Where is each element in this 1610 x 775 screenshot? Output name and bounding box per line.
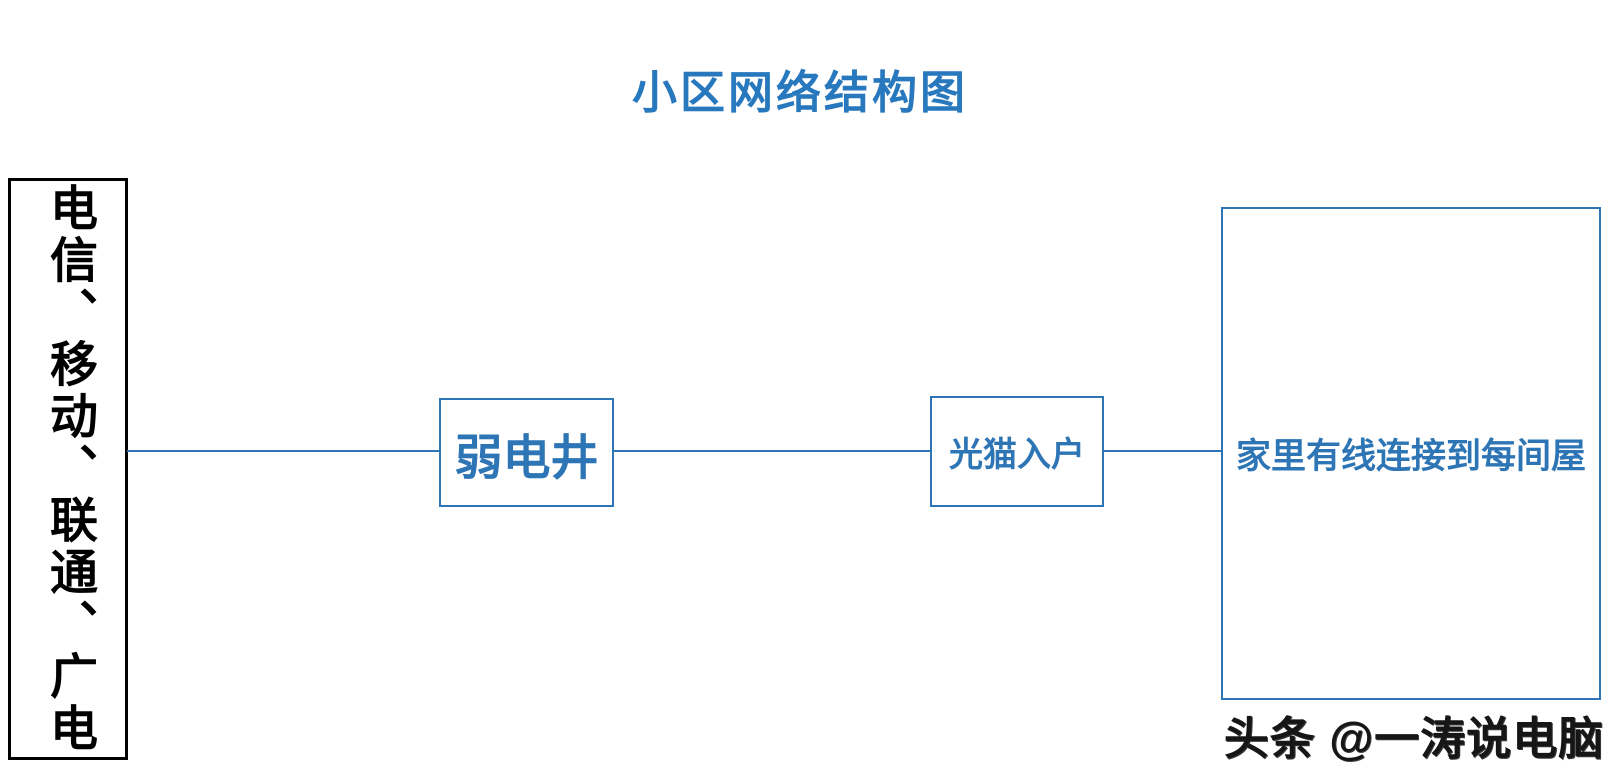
connector-line-well-to-modem [614, 450, 930, 452]
page-title: 小区网络结构图 [631, 67, 968, 118]
node-home-wired-rooms-label: 家里有线连接到每间屋 [1235, 437, 1586, 476]
isp-providers-label: 电信、移动、联通、广电 [42, 183, 95, 755]
node-optical-modem: 光猫入户 [930, 396, 1104, 507]
isp-providers-box: 电信、移动、联通、广电 [8, 178, 128, 760]
watermark-text: 头条 @一涛说电脑 [1223, 713, 1605, 764]
connector-line-isp-to-well [127, 450, 439, 452]
node-weak-current-well-label: 弱电井 [454, 431, 599, 485]
node-home-wired-rooms: 家里有线连接到每间屋 [1221, 207, 1601, 700]
connector-line-modem-to-home [1104, 450, 1221, 452]
node-optical-modem-label: 光猫入户 [949, 436, 1085, 474]
node-weak-current-well: 弱电井 [439, 398, 614, 507]
